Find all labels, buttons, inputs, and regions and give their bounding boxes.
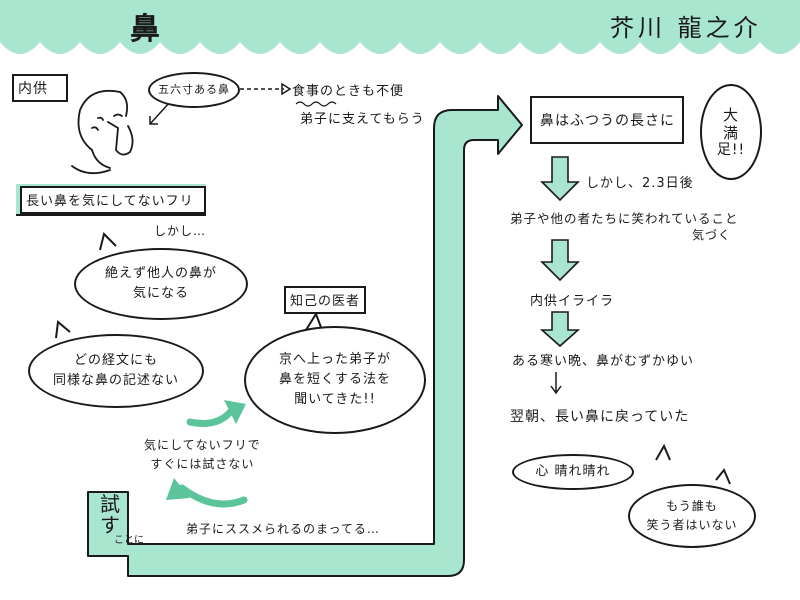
worry-bubble: 絶えず他人の鼻が 気になる <box>74 248 248 320</box>
dashed-arrow-head <box>281 82 292 96</box>
doctor-line-2: 鼻を短くする法を <box>278 371 391 387</box>
doctor-bubble: 京へ上った弟子が 鼻を短くする法を 聞いてきた!! <box>244 326 426 434</box>
no-laugh-line-1: もう誰も <box>666 499 718 514</box>
pretend-note-line-2: すぐには試さない <box>150 457 255 472</box>
normal-nose-label: 鼻はふつうの長さに <box>540 113 675 129</box>
sutra-line-1: どの経文にも <box>73 352 158 368</box>
bubble-tail <box>99 232 117 251</box>
try-label: 試 す ことに <box>94 492 144 547</box>
curved-arrow-up <box>186 406 236 427</box>
relief-bubble: 心 晴れ晴れ <box>512 454 634 490</box>
down-arrow-2 <box>540 239 580 282</box>
curved-arrow-down-head <box>166 478 190 500</box>
character-name: 内供 <box>18 81 48 97</box>
doctor-label: 知己の医者 <box>290 294 361 309</box>
nose-bubble: 五六寸ある鼻 <box>148 72 240 108</box>
down-arrow-1 <box>540 156 580 202</box>
character-name-box <box>12 74 68 102</box>
down-arrow-3 <box>539 311 581 348</box>
next-morning-note: 翌朝、長い鼻に戻っていた <box>510 409 690 425</box>
sutra-bubble: どの経文にも 同様な鼻の記述ない <box>28 334 204 408</box>
try-char-3: ことに <box>114 535 144 547</box>
bubble-tail <box>655 443 671 461</box>
wavy-underline <box>295 101 337 107</box>
pretend-note-line-1: 気にしてないフリで <box>144 438 261 452</box>
monk-portrait-icon <box>71 89 134 175</box>
worry-line-2: 気になる <box>132 286 189 301</box>
curved-arrow-down <box>178 484 248 508</box>
bubble-tail <box>715 468 731 485</box>
bubble-pointer-arrow <box>149 101 171 125</box>
page-title: 鼻 <box>130 12 161 47</box>
irritated-note: 内供イライラ <box>530 294 615 309</box>
laughed-note: 弟子や他の者たちに笑われていること <box>510 211 739 226</box>
notice-note: 気づく <box>692 228 732 242</box>
try-char-1: 試 <box>100 492 120 516</box>
sutra-line-2: 同様な鼻の記述ない <box>52 373 179 388</box>
doctor-line-3: 聞いてきた!! <box>294 392 376 408</box>
doctor-line-1: 京へ上った弟子が <box>278 351 391 367</box>
satisfied-bubble: 大 満 足!! <box>700 84 762 180</box>
worry-line-1: 絶えず他人の鼻が <box>104 265 217 281</box>
satisfied-char-1: 大 <box>722 105 739 124</box>
bubble-tail <box>55 320 71 339</box>
disciple-note: 弟子に支えてもらう <box>300 112 425 127</box>
nose-bubble-text: 五六寸ある鼻 <box>158 83 230 97</box>
relief-text: 心 晴れ晴れ <box>535 463 611 479</box>
doctor-label-box <box>284 286 366 314</box>
try-char-2: す <box>100 513 120 537</box>
pretend-label: 長い鼻を気にしてないフリ <box>26 194 194 209</box>
satisfied-char-2: 満 <box>722 123 739 142</box>
flow-arrow <box>87 95 523 577</box>
satisfied-char-3: 足!! <box>716 141 746 158</box>
author-name: 芥川 龍之介 <box>610 14 762 42</box>
scalloped-header <box>0 0 800 54</box>
days-later: しかし、2.3日後 <box>586 176 694 191</box>
however-note: しかし… <box>154 224 207 238</box>
no-laugh-line-2: 笑う者はいない <box>646 518 738 532</box>
curved-arrow-up-head <box>224 400 246 424</box>
no-laugh-bubble: もう誰も 笑う者はいない <box>628 484 756 548</box>
pretend-label-box <box>20 186 206 214</box>
normal-nose-box <box>530 96 684 144</box>
waiting-note: 弟子にススメられるのまってる… <box>186 522 380 536</box>
meal-note: 食事のときも不便 <box>292 84 405 99</box>
thin-down-arrow <box>550 372 562 395</box>
cold-night-note: ある寒い晩、鼻がむずかゆい <box>512 354 695 369</box>
pretend-note: 気にしてないフリで すぐには試さない <box>144 436 261 474</box>
